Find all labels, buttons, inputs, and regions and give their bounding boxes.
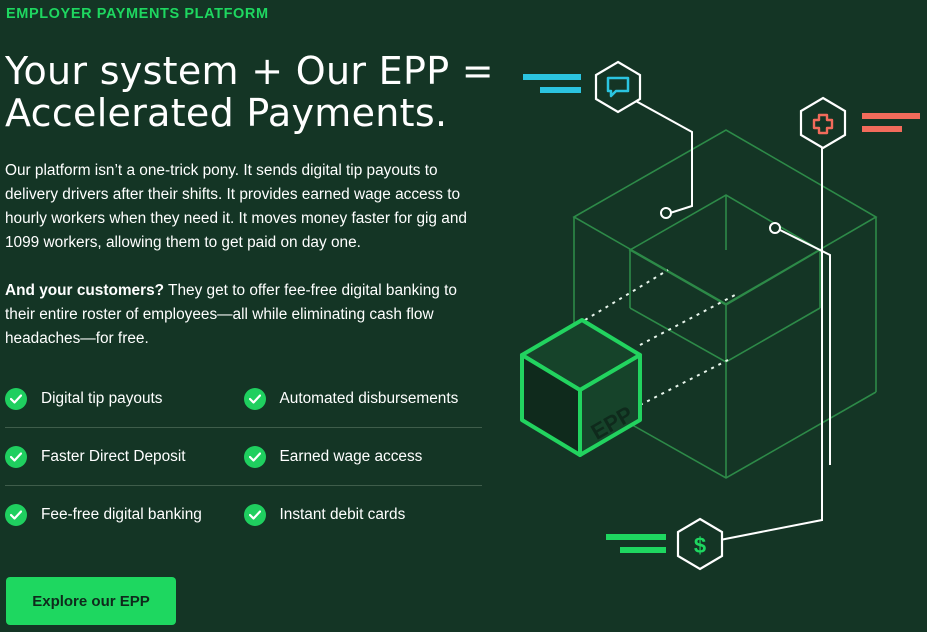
check-icon <box>243 445 266 468</box>
feature-list: Digital tip payouts Automated disburseme… <box>5 370 482 543</box>
feature-item: Earned wage access <box>243 445 483 468</box>
check-icon <box>5 503 27 526</box>
connector-node <box>769 222 781 234</box>
medical-cross-icon <box>799 96 920 150</box>
feature-item: Digital tip payouts <box>5 387 244 410</box>
feature-item: Instant debit cards <box>243 503 483 526</box>
intro-paragraph: Our platform isn’t a one-trick pony. It … <box>5 162 467 251</box>
headline: Your system + Our EPP = Accelerated Paym… <box>5 50 494 134</box>
epp-cube: EPP <box>520 318 642 457</box>
feature-label: Fee-free digital banking <box>41 505 202 523</box>
feature-label: Instant debit cards <box>279 505 406 523</box>
feature-label: Digital tip payouts <box>41 389 163 407</box>
feature-label: Faster Direct Deposit <box>41 447 186 465</box>
customers-paragraph-rest: They get to offer fee-free digital banki… <box>5 282 457 347</box>
feature-item: Fee-free digital banking <box>5 503 244 526</box>
headline-line-2: Accelerated Payments. <box>5 91 448 135</box>
check-icon <box>243 387 266 410</box>
headline-line-1: Your system + Our EPP = <box>5 49 494 93</box>
feature-row: Digital tip payouts Automated disburseme… <box>5 370 482 428</box>
dollar-icon: $ <box>606 517 724 571</box>
feature-label: Earned wage access <box>279 447 423 465</box>
feature-row: Fee-free digital banking Instant debit c… <box>5 486 482 543</box>
customers-paragraph-lead: And your customers? <box>5 282 165 299</box>
connector-node <box>660 207 672 219</box>
feature-label: Automated disbursements <box>279 389 459 407</box>
feature-item: Automated disbursements <box>243 387 483 410</box>
connector-lines <box>633 99 831 541</box>
check-icon <box>243 503 266 526</box>
feature-row: Faster Direct Deposit Earned wage access <box>5 428 482 486</box>
dollar-symbol: $ <box>694 533 706 558</box>
epp-illustration: EPP $ <box>520 60 920 571</box>
feature-item: Faster Direct Deposit <box>5 445 244 468</box>
explore-epp-button[interactable]: Explore our EPP <box>6 577 176 625</box>
chat-icon <box>523 60 642 114</box>
dashed-connectors <box>584 269 736 406</box>
check-icon <box>5 445 27 468</box>
check-icon <box>5 387 27 410</box>
customers-paragraph: And your customers? They get to offer fe… <box>5 279 485 351</box>
eyebrow-label: EMPLOYER PAYMENTS PLATFORM <box>6 6 269 22</box>
